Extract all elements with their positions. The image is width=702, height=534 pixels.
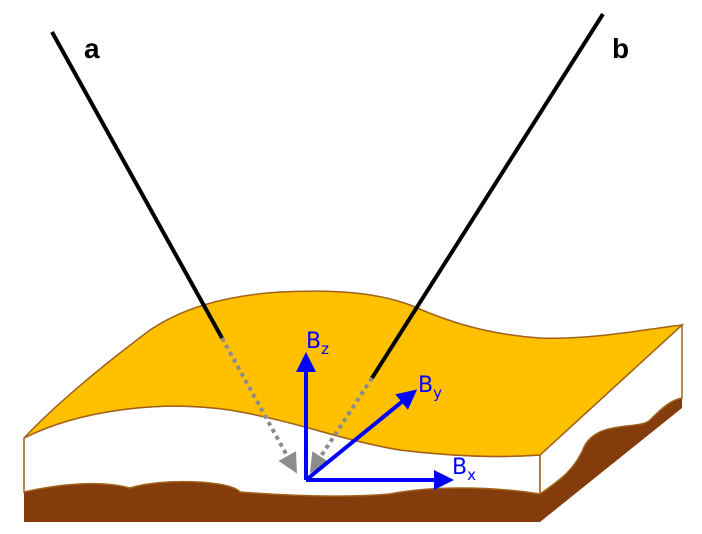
axis-by-arrow bbox=[304, 389, 418, 482]
probe-b-label: b bbox=[612, 33, 629, 64]
probe-a-dashed bbox=[220, 337, 297, 474]
film-side-face bbox=[539, 323, 683, 496]
film-top-surface bbox=[23, 290, 685, 458]
probe-b-dashed bbox=[309, 376, 374, 474]
probe-b-line bbox=[370, 12, 605, 380]
axis-bz-label: Bz bbox=[306, 329, 329, 358]
axis-bx-label: Bx bbox=[452, 455, 476, 484]
probe-a-label: a bbox=[84, 33, 100, 64]
probe-a-line bbox=[50, 31, 224, 339]
axis-by-label: By bbox=[418, 373, 442, 402]
substrate-side bbox=[540, 398, 682, 522]
substrate-front bbox=[24, 481, 540, 522]
